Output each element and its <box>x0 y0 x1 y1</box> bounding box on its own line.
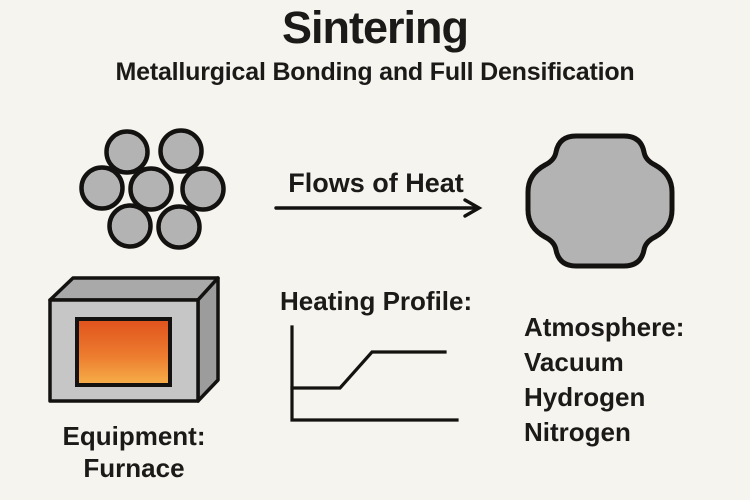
atmosphere-option-nitrogen: Nitrogen <box>524 417 631 447</box>
heating-profile-graph <box>290 325 459 422</box>
atmosphere-label: Atmosphere: <box>524 312 685 342</box>
equipment-label: Equipment: <box>62 421 206 451</box>
powder-particles-icon <box>79 128 226 250</box>
heat-flow-label: Flows of Heat <box>288 168 464 198</box>
heat-flow-arrow-icon <box>274 198 483 218</box>
furnace-icon <box>48 276 220 403</box>
heating-profile-label: Heating Profile: <box>280 286 473 316</box>
page-title: Sintering <box>281 2 469 53</box>
atmosphere-block: Atmosphere: Vacuum Hydrogen Nitrogen <box>524 310 684 450</box>
equipment-value: Furnace <box>83 453 185 483</box>
atmosphere-option-vacuum: Vacuum <box>524 347 624 377</box>
densified-part-icon <box>525 133 675 269</box>
graph-axes <box>290 325 459 422</box>
atmosphere-option-hydrogen: Hydrogen <box>524 382 646 412</box>
page-subtitle: Metallurgical Bonding and Full Densifica… <box>115 58 635 86</box>
temperature-curve <box>290 350 447 390</box>
equipment-block: Equipment: Furnace <box>34 420 234 484</box>
